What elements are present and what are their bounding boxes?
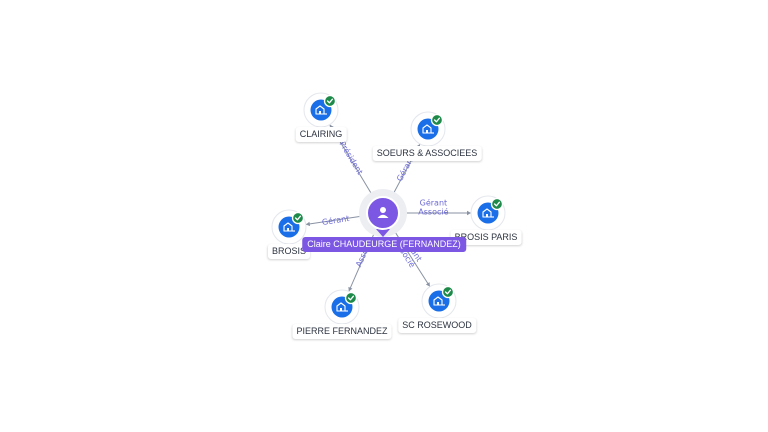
building-icon: [433, 296, 445, 306]
building-icon: [482, 208, 494, 218]
edge-role-label: Gérant: [321, 213, 350, 227]
verified-check-icon: [323, 94, 337, 108]
edge-role-label: Associé: [418, 207, 448, 217]
company-label-brosis[interactable]: BROSIS: [267, 244, 311, 259]
person-icon: [377, 207, 389, 218]
person-pin-tip: [376, 229, 390, 237]
company-label-pierre[interactable]: PIERRE FERNANDEZ: [292, 324, 392, 339]
company-node-sc-rosewood[interactable]: [421, 283, 457, 319]
company-label-brosis-paris[interactable]: BROSIS PARIS: [450, 230, 522, 245]
person-node[interactable]: [359, 189, 407, 237]
building-icon: [422, 124, 434, 134]
edge-arrow: [348, 286, 353, 292]
verified-check-icon: [441, 285, 455, 299]
person-label[interactable]: Claire CHAUDEURGE (FERNANDEZ): [302, 237, 466, 252]
edge-arrow: [305, 221, 311, 227]
edge-brosis: Gérant: [305, 213, 362, 227]
building-icon: [315, 105, 327, 115]
company-node-pierre[interactable]: [324, 289, 360, 325]
company-node-brosis[interactable]: [271, 209, 307, 245]
company-node-clairing[interactable]: [303, 92, 339, 128]
edge-role-label: Président: [338, 139, 366, 176]
edge-line: [305, 215, 362, 225]
edge-arrow: [425, 282, 430, 287]
building-icon: [283, 222, 295, 232]
edge-role-label: Gérant: [420, 198, 448, 208]
verified-check-icon: [490, 197, 504, 211]
company-label-clairing[interactable]: CLAIRING: [295, 127, 347, 142]
company-label-sc-rosewood[interactable]: SC ROSEWOOD: [398, 318, 476, 333]
verified-check-icon: [430, 113, 444, 127]
building-icon: [336, 302, 348, 312]
verified-check-icon: [344, 291, 358, 305]
edge-arrow: [467, 210, 471, 216]
verified-check-icon: [291, 211, 305, 225]
company-label-soeurs[interactable]: SOEURS & ASSOCIEES: [372, 146, 482, 161]
nodes-layer: [271, 92, 506, 325]
company-node-soeurs[interactable]: [410, 111, 446, 147]
company-node-brosis-paris[interactable]: [470, 195, 506, 231]
